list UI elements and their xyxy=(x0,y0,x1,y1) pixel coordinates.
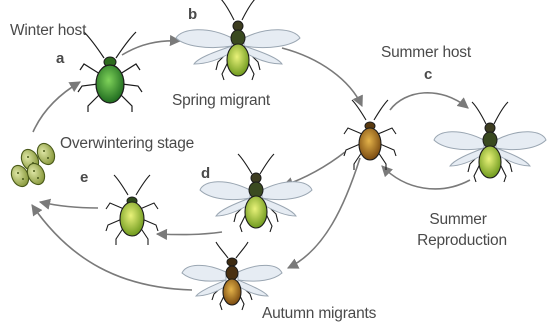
label-summer-reproduction-line2: Reproduction xyxy=(404,232,520,250)
letter-b: b xyxy=(188,6,197,23)
arrow-to-summer-host xyxy=(390,93,468,110)
letter-e: e xyxy=(80,169,88,186)
arrow-to-gynopara xyxy=(283,152,345,186)
winged-aphid-icon-autumn xyxy=(182,242,282,310)
wingless-aphid-icon-a xyxy=(78,32,142,112)
winged-aphid-icon-c xyxy=(434,102,546,182)
overwintering-eggs-icon xyxy=(8,141,58,190)
arrow-winter-to-spring xyxy=(122,41,180,55)
arrow-eggs-to-winter-host xyxy=(33,82,80,132)
arrow-gynopara-to-oviparous xyxy=(157,232,222,235)
winged-aphid-icon-d xyxy=(200,154,312,232)
arrow-autumn-to-eggs xyxy=(32,205,192,290)
label-autumn-migrants: Autumn migrants xyxy=(262,305,376,323)
letter-a: a xyxy=(56,50,64,67)
wingless-aphid-icon-e xyxy=(106,175,158,245)
label-summer-host: Summer host xyxy=(381,44,471,62)
label-summer-reproduction-line1: Summer xyxy=(418,211,498,229)
wingless-aphid-icon-center xyxy=(344,100,396,170)
label-overwintering-stage: Overwintering stage xyxy=(60,135,194,153)
arrow-spring-to-fundatrix xyxy=(282,48,362,106)
letter-d: d xyxy=(201,165,210,182)
arrow-summer-reproduction xyxy=(382,166,470,189)
label-winter-host: Winter host xyxy=(10,22,86,40)
letter-c: c xyxy=(424,66,432,83)
arrow-to-autumn-migrant xyxy=(288,158,360,268)
label-spring-migrant: Spring migrant xyxy=(172,92,270,110)
arrow-oviparous-to-eggs xyxy=(40,202,98,208)
